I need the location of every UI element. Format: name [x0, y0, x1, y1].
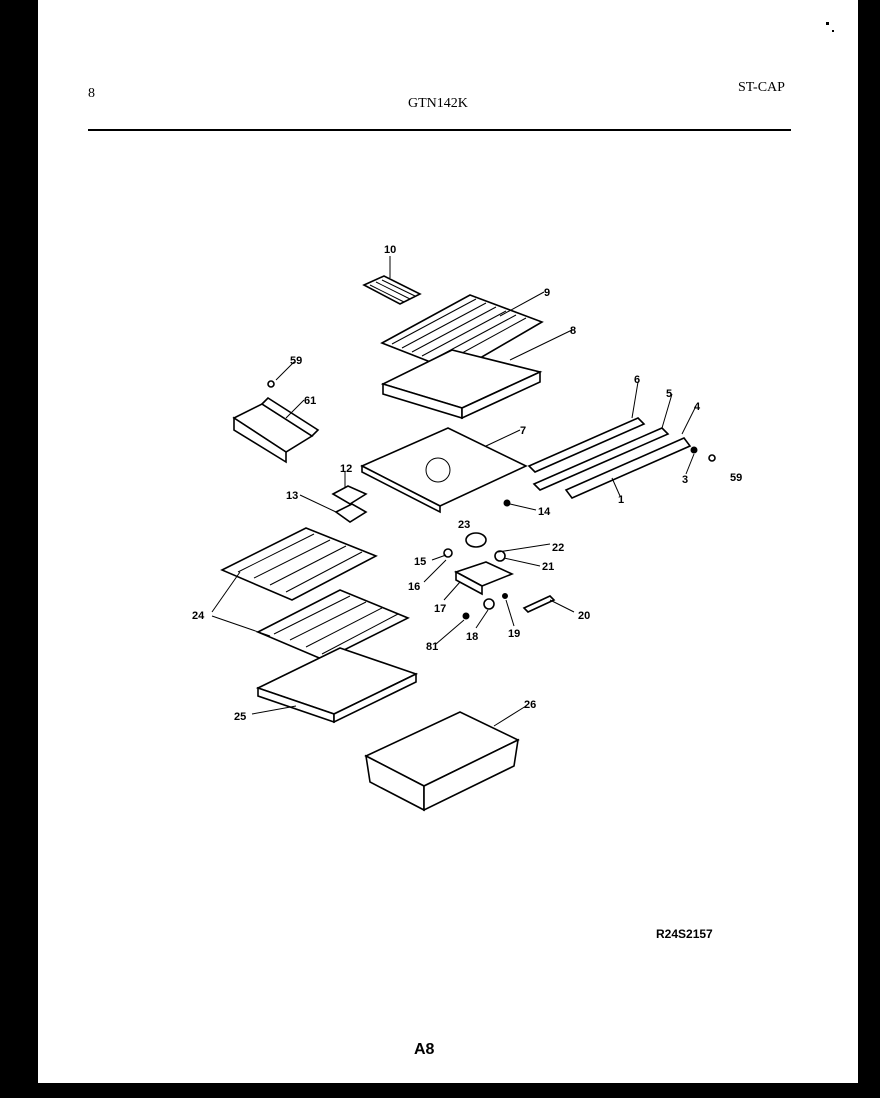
callout-26: 26 — [524, 699, 536, 711]
parts-diagram-page: 8 GTN142K ST-CAP — [38, 0, 858, 1083]
callout-9: 9 — [544, 287, 550, 299]
part-61-bracket — [232, 396, 320, 464]
part-17-housing-side — [455, 570, 483, 596]
leader-lines — [211, 256, 697, 727]
callout-61: 61 — [304, 395, 316, 407]
callout-17: 17 — [434, 603, 446, 615]
part-21-fitting — [494, 550, 506, 562]
part-7-panel — [360, 427, 528, 514]
callout-25: 25 — [234, 711, 246, 723]
callout-16: 16 — [408, 581, 420, 593]
part-6-rail — [527, 417, 646, 473]
callout-18: 18 — [466, 631, 478, 643]
callout-59-right: 59 — [730, 472, 742, 484]
model-number: GTN142K — [408, 96, 468, 111]
footer-page-label: A8 — [414, 1041, 435, 1058]
callout-19: 19 — [508, 628, 520, 640]
part-23-knob — [465, 532, 487, 548]
callout-22: 22 — [552, 542, 564, 554]
callout-8: 8 — [570, 325, 576, 337]
part-59-screw-right — [708, 454, 716, 462]
part-20-bar — [522, 595, 556, 613]
section-code: ST-CAP — [738, 80, 785, 95]
callout-12: 12 — [340, 463, 352, 475]
part-14-screw — [503, 499, 511, 507]
callout-labels: 10 9 8 59 61 6 5 4 7 12 13 3 59 1 14 23 … — [192, 244, 742, 723]
part-8-tray — [380, 349, 543, 420]
part-81-screw — [462, 612, 470, 620]
part-12-clip — [331, 485, 368, 505]
part-25-crisper-cover — [255, 647, 419, 724]
callout-4: 4 — [694, 401, 701, 413]
callout-6: 6 — [634, 374, 640, 386]
header-rule — [88, 129, 791, 131]
part-13-block — [334, 503, 368, 523]
diagram-reference-code: R24S2157 — [656, 927, 713, 941]
callout-15: 15 — [414, 556, 426, 568]
callout-5: 5 — [666, 388, 672, 400]
callout-1: 1 — [618, 494, 624, 506]
callout-23: 23 — [458, 519, 470, 531]
part-26-crisper-pan — [364, 711, 520, 812]
part-59-screw — [267, 380, 275, 388]
callout-3: 3 — [682, 474, 688, 486]
part-24-shelf-lower — [256, 589, 410, 661]
scan-speck-2 — [832, 30, 834, 32]
callout-13: 13 — [286, 490, 298, 502]
part-1-rail — [564, 437, 692, 499]
callout-20: 20 — [578, 610, 590, 622]
callout-81: 81 — [426, 641, 438, 653]
callout-59-left: 59 — [290, 355, 302, 367]
callout-7: 7 — [520, 425, 526, 437]
callout-14: 14 — [538, 506, 551, 518]
part-3-screw — [690, 446, 698, 454]
callout-21: 21 — [542, 561, 554, 573]
part-10-grille — [362, 275, 422, 305]
page-number: 8 — [88, 86, 95, 101]
part-18-washer — [483, 598, 495, 610]
part-24-shelf-upper — [220, 527, 378, 601]
scan-speck — [826, 22, 829, 25]
part-19-screw — [502, 593, 508, 599]
callout-10: 10 — [384, 244, 396, 256]
callout-24: 24 — [192, 610, 205, 622]
part-5-rail — [532, 427, 670, 491]
